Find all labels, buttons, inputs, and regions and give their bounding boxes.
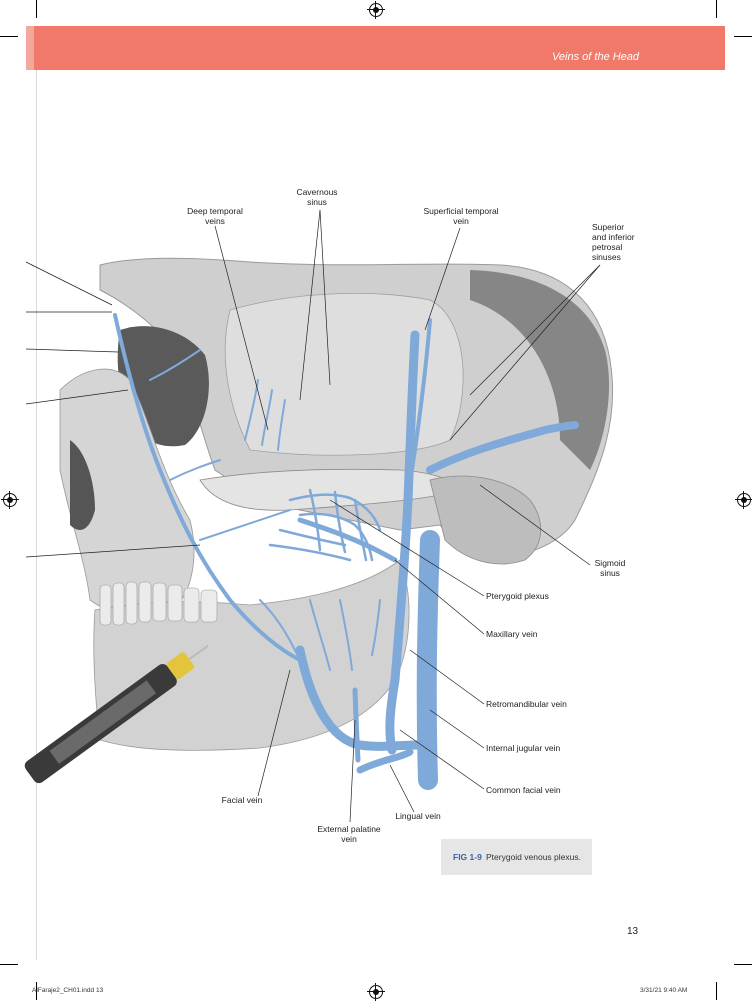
crop-mark	[36, 0, 37, 18]
label-retromandibular-vein: Retromandibular vein	[486, 699, 567, 709]
mastoid-region	[429, 475, 542, 565]
label-lingual-vein: Lingual vein	[395, 811, 441, 821]
registration-mark	[1, 491, 19, 509]
section-title: Veins of the Head	[552, 51, 640, 63]
lingual-vein	[356, 748, 414, 774]
common-facial-vein	[295, 645, 425, 751]
crop-mark	[716, 982, 717, 1000]
teeth-row	[99, 581, 218, 626]
label-sigmoid-sinus: Sigmoid sinus	[594, 558, 626, 578]
crop-mark	[734, 36, 752, 37]
facial-vein	[113, 313, 302, 662]
syringe	[24, 644, 209, 784]
deep-temporal-veins	[244, 379, 286, 451]
label-internal-jugular-vein: Internal jugular vein	[486, 743, 561, 753]
figure-caption: FIG 1-9 Pterygoid venous plexus.	[441, 839, 592, 875]
crop-mark	[734, 964, 752, 965]
margin-rule	[36, 70, 37, 960]
external-palatine-vein	[352, 687, 361, 763]
label-cavernous-sinus: Cavernous sinus	[296, 187, 338, 207]
superficial-temporal-vein	[410, 318, 432, 472]
slug-file-name: AlFaraje2_CH01.indd 13	[32, 987, 104, 994]
registration-mark	[367, 1, 385, 19]
internal-jugular-vein	[416, 530, 440, 790]
label-maxillary-vein: Maxillary vein	[486, 629, 538, 639]
vein-network	[113, 313, 579, 790]
label-external-palatine-vein: External palatine vein	[317, 824, 381, 844]
figure-caption-text: Pterygoid venous plexus.	[486, 852, 581, 862]
skull-temporal-fossa	[224, 293, 464, 456]
crop-mark	[0, 964, 18, 965]
figure-number: FIG 1-9	[453, 852, 482, 862]
registration-mark	[367, 983, 385, 1001]
nasal-cavity	[70, 440, 95, 530]
skull-dark-occiput	[470, 270, 610, 470]
maxillary-vein	[297, 517, 398, 563]
label-pterygoid-plexus: Pterygoid plexus	[486, 591, 549, 601]
label-facial-vein: Facial vein	[221, 795, 263, 805]
header-band	[26, 26, 725, 70]
label-common-facial-vein: Common facial vein	[486, 785, 561, 795]
crop-mark	[716, 0, 717, 18]
retromandibular-vein	[385, 330, 420, 755]
page-number: 13	[627, 926, 639, 937]
crop-mark	[0, 36, 18, 37]
registration-mark	[735, 491, 752, 509]
label-superficial-temporal-vein: Superficial temporal vein	[423, 206, 499, 226]
sigmoid-sinus	[426, 421, 579, 474]
label-petrosal-sinuses: Superior and inferior petrosal sinuses	[592, 222, 635, 262]
label-deep-temporal-veins: Deep temporal veins	[187, 206, 243, 226]
crop-mark	[36, 982, 37, 1000]
leader-lines	[25, 209, 601, 823]
pterygoid-plexus	[268, 488, 382, 562]
slug-timestamp: 3/31/21 9:40 AM	[640, 987, 688, 994]
small-branches	[149, 349, 381, 671]
